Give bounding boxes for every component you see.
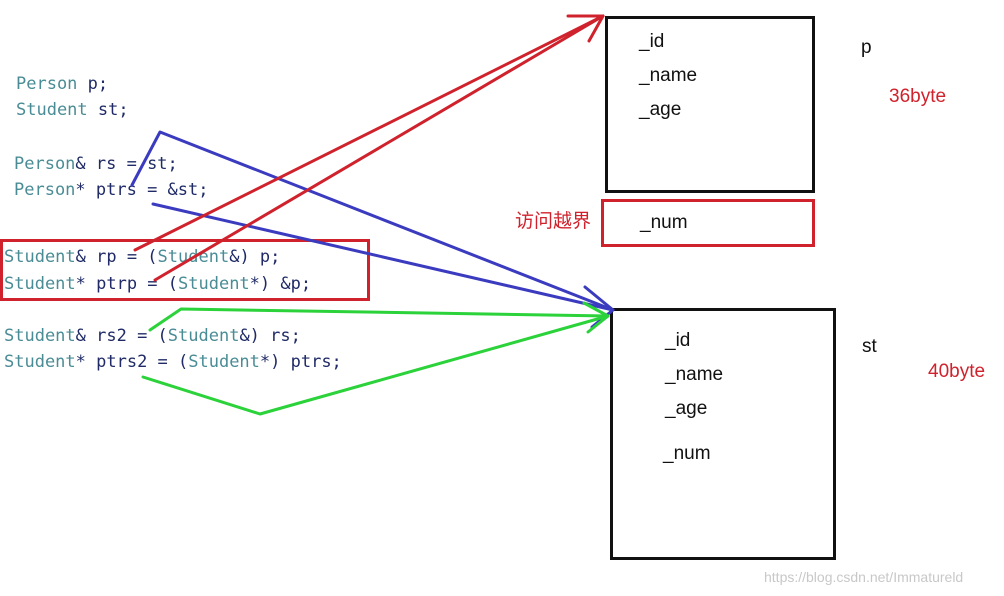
st-field-id: _id: [665, 330, 691, 351]
code-text: st;: [87, 100, 129, 120]
code-text: * ptrs2 = (: [75, 352, 189, 372]
blue-arrows: [130, 130, 615, 329]
watermark: https://blog.csdn.net/Immatureld: [764, 569, 964, 585]
blue-arrow-rs: [130, 130, 615, 312]
code-type: Student: [167, 326, 240, 346]
overflow-field-num: _num: [640, 212, 688, 233]
code-text: & rs = st;: [75, 154, 178, 174]
st-field-name: _name: [665, 364, 724, 385]
code-type: Student: [188, 352, 260, 372]
overflow-box: [601, 199, 815, 247]
p-label: p: [861, 37, 872, 58]
st-size: 40byte: [928, 361, 986, 382]
code-line-student-ref-rs2: Student& rs2 = (Student&) rs;: [4, 326, 301, 346]
green-arrowhead: [582, 301, 610, 334]
st-field-age: _age: [665, 398, 708, 419]
red-arrow-rp: [133, 14, 605, 252]
st-field-num: _num: [663, 443, 711, 464]
code-text: p;: [77, 74, 109, 94]
code-line-student-ptr-ptrp: Student* ptrp = (Student*) &p;: [4, 274, 311, 294]
code-text: &) p;: [229, 247, 281, 267]
code-text: * ptrp = (: [75, 274, 179, 294]
memory-box-p: [605, 16, 815, 193]
code-line-person-ref-rs: Person& rs = st;: [14, 154, 178, 174]
unsafe-cast-highlight: [0, 239, 370, 301]
code-type: Student: [4, 326, 76, 346]
blue-arrow-ptrs: [151, 202, 615, 312]
p-field-name: _name: [639, 65, 698, 86]
code-text: * ptrs = &st;: [75, 180, 209, 200]
code-type: Person: [14, 180, 76, 200]
code-text: *) ptrs;: [259, 352, 342, 372]
code-type: Student: [4, 247, 76, 267]
code-type: Student: [4, 274, 76, 294]
p-field-age: _age: [639, 99, 682, 120]
code-text: &) rs;: [239, 326, 301, 346]
code-line-student-ref-rp: Student& rp = (Student&) p;: [4, 247, 280, 267]
code-line-student-st: Student st;: [16, 100, 129, 120]
p-size: 36byte: [889, 86, 947, 107]
green-arrow-rs2: [148, 307, 610, 332]
code-type: Student: [178, 274, 250, 294]
code-text: *) &p;: [249, 274, 312, 294]
code-type: Student: [16, 100, 88, 120]
red-arrow-ptrp: [153, 14, 605, 282]
code-line-student-ptr-ptrs2: Student* ptrs2 = (Student*) ptrs;: [4, 352, 342, 372]
code-type: Person: [16, 74, 78, 94]
code-text: & rs2 = (: [75, 326, 168, 346]
code-type: Person: [14, 154, 76, 174]
out-of-bounds-label: 访问越界: [515, 211, 592, 232]
code-type: Student: [4, 352, 76, 372]
green-arrow-ptrs2: [141, 314, 610, 416]
memory-box-st: [610, 308, 836, 560]
code-line-person-ptr-ptrs: Person* ptrs = &st;: [14, 180, 208, 200]
red-arrows: [133, 14, 605, 282]
p-field-id: _id: [639, 31, 665, 52]
code-text: & rp = (: [75, 247, 158, 267]
st-label: st: [862, 336, 877, 357]
green-arrows: [141, 301, 610, 416]
code-line-person-p: Person p;: [16, 74, 108, 94]
red-arrowhead: [566, 14, 605, 43]
